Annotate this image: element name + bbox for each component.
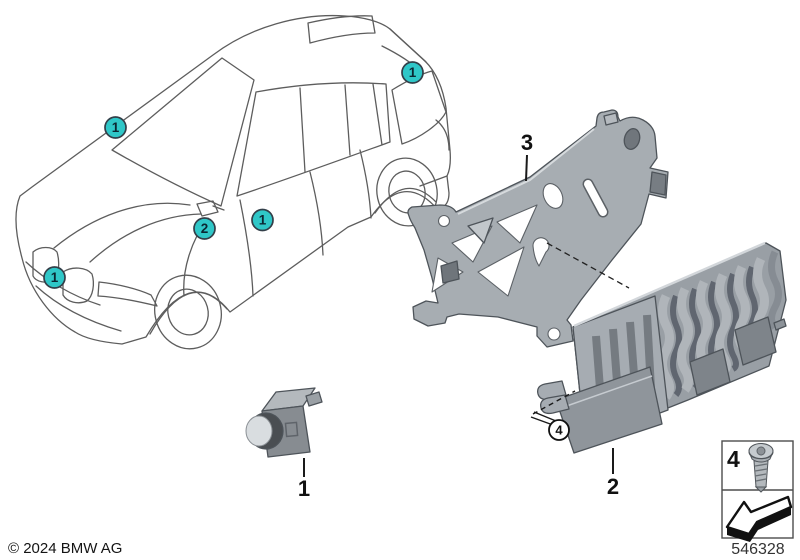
callout-mirror-area-number: 2 xyxy=(201,221,209,236)
c-pillar-line xyxy=(344,84,351,156)
copyright-notice: © 2024 BMW AG xyxy=(8,540,122,557)
diagram-number: 546328 xyxy=(731,541,784,558)
bracket-part xyxy=(407,109,669,348)
car-body-silhouette xyxy=(15,14,452,345)
callout-rear-roof-number: 1 xyxy=(409,65,417,80)
bracket-square-hole xyxy=(440,260,460,284)
screw-callout-number: 4 xyxy=(555,423,563,438)
base-edge-highlight xyxy=(560,375,653,409)
camera-face-detail xyxy=(284,421,299,438)
bracket-cutout xyxy=(496,204,538,244)
bracket-oval-hole xyxy=(542,183,564,209)
screw-callout: 4 xyxy=(530,390,576,441)
location-callouts: 1 1 1 2 1 xyxy=(43,61,424,289)
quarter-window-line xyxy=(372,83,383,146)
bracket-edge-highlight xyxy=(457,128,595,215)
bracket-keyhole xyxy=(532,237,550,267)
camera-part xyxy=(245,387,323,458)
front-wheel xyxy=(154,274,222,350)
side-windows xyxy=(236,82,391,197)
control-unit-top-highlight xyxy=(573,241,766,328)
bracket-slot xyxy=(584,180,607,216)
headlight xyxy=(97,281,158,307)
rear-wheel-arch xyxy=(374,187,437,214)
assembly-dashed-line xyxy=(546,242,630,289)
callout-front-door[interactable] xyxy=(251,208,274,232)
screw-callout-circle[interactable] xyxy=(548,419,570,441)
camera-lens xyxy=(245,415,273,447)
roof-rails xyxy=(307,15,376,44)
hood-creases xyxy=(53,202,202,263)
part-label-bracket[interactable]: 3 xyxy=(521,130,533,155)
part-label-control-unit[interactable]: 2 xyxy=(607,474,619,499)
callout-front-grille[interactable] xyxy=(43,266,66,289)
bracket-horn-hole xyxy=(623,128,641,150)
legend-box: 4 xyxy=(721,440,794,542)
car-outline-drawing xyxy=(15,14,452,350)
camera-connector xyxy=(305,391,323,407)
legend-screw-number: 4 xyxy=(727,446,740,472)
taillight-line xyxy=(419,119,450,187)
b-pillar-line xyxy=(299,87,306,173)
callout-hood-number: 1 xyxy=(112,120,120,135)
connector-block xyxy=(689,348,731,396)
screw-icon xyxy=(748,442,774,493)
side-pin xyxy=(773,318,787,331)
callout-rear-roof[interactable] xyxy=(401,61,424,84)
connector-block xyxy=(734,316,777,366)
bracket-foot-hole xyxy=(547,327,561,341)
callout-mirror-area[interactable] xyxy=(193,217,216,240)
door-seams xyxy=(239,149,372,297)
windshield xyxy=(111,57,255,207)
callout-front-grille-number: 1 xyxy=(51,270,59,285)
front-wheel-arch xyxy=(149,291,228,335)
bracket-leader-line xyxy=(525,154,528,182)
callout-hood[interactable] xyxy=(104,116,127,139)
rear-hatch-window xyxy=(391,70,447,145)
part-leaders xyxy=(303,154,614,477)
direction-arrow-icon xyxy=(725,495,793,542)
bracket-side-tab xyxy=(649,171,667,196)
bracket-cutout xyxy=(477,246,525,297)
bracket-pyramid-bump xyxy=(467,217,494,244)
bracket-top-tab xyxy=(603,112,619,126)
bracket-ear-hole xyxy=(437,214,451,228)
side-mirror xyxy=(196,200,225,217)
part-label-camera[interactable]: 1 xyxy=(298,476,310,501)
bracket-body xyxy=(407,109,669,348)
kidney-grille-right xyxy=(62,267,94,304)
callout-front-door-number: 1 xyxy=(259,213,267,228)
